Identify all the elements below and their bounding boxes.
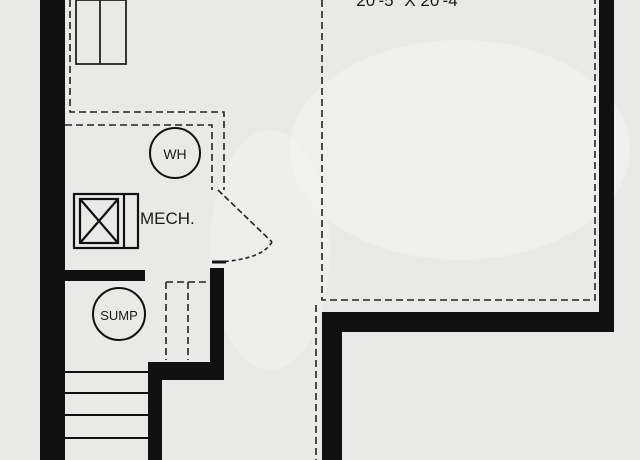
- wall-left: [40, 0, 65, 460]
- mech-label: MECH.: [140, 209, 195, 228]
- dashed-closet: [165, 281, 210, 360]
- interior-dashed-lines: [65, 0, 596, 460]
- sump-circle: [92, 287, 146, 341]
- wall-stair-right: [148, 362, 162, 460]
- wall-stair-top: [148, 362, 224, 380]
- mech-unit-inner: [78, 197, 120, 245]
- stairs: [65, 371, 148, 439]
- sump-label: SUMP: [100, 308, 138, 323]
- mech-door: [212, 189, 273, 264]
- paper-smudge: [210, 130, 330, 370]
- door-swing-arc: [215, 241, 273, 263]
- mech-unit-box: [72, 192, 140, 250]
- water-heater-circle: [149, 127, 201, 179]
- mech-unit-x2: [79, 198, 119, 244]
- paper-smudge: [290, 40, 630, 260]
- wall-room-bottom: [322, 312, 614, 332]
- dashed-utility-top: [65, 124, 213, 190]
- wall-mech-sump: [65, 270, 145, 281]
- dashed-corridor: [69, 0, 225, 190]
- wall-sump-right: [210, 268, 224, 380]
- room-dimensions-label: 20'-5" X 20'-4": [356, 0, 463, 10]
- wall-lower-vertical: [322, 312, 342, 460]
- door-leaf: [217, 189, 273, 243]
- water-heater-label: WH: [163, 146, 186, 162]
- upper-closet: [75, 0, 127, 65]
- wall-right: [599, 0, 614, 332]
- mech-unit: [72, 192, 140, 250]
- exterior-walls: [40, 0, 614, 460]
- dashed-room: [321, 0, 596, 301]
- upper-closet-box: [75, 0, 127, 65]
